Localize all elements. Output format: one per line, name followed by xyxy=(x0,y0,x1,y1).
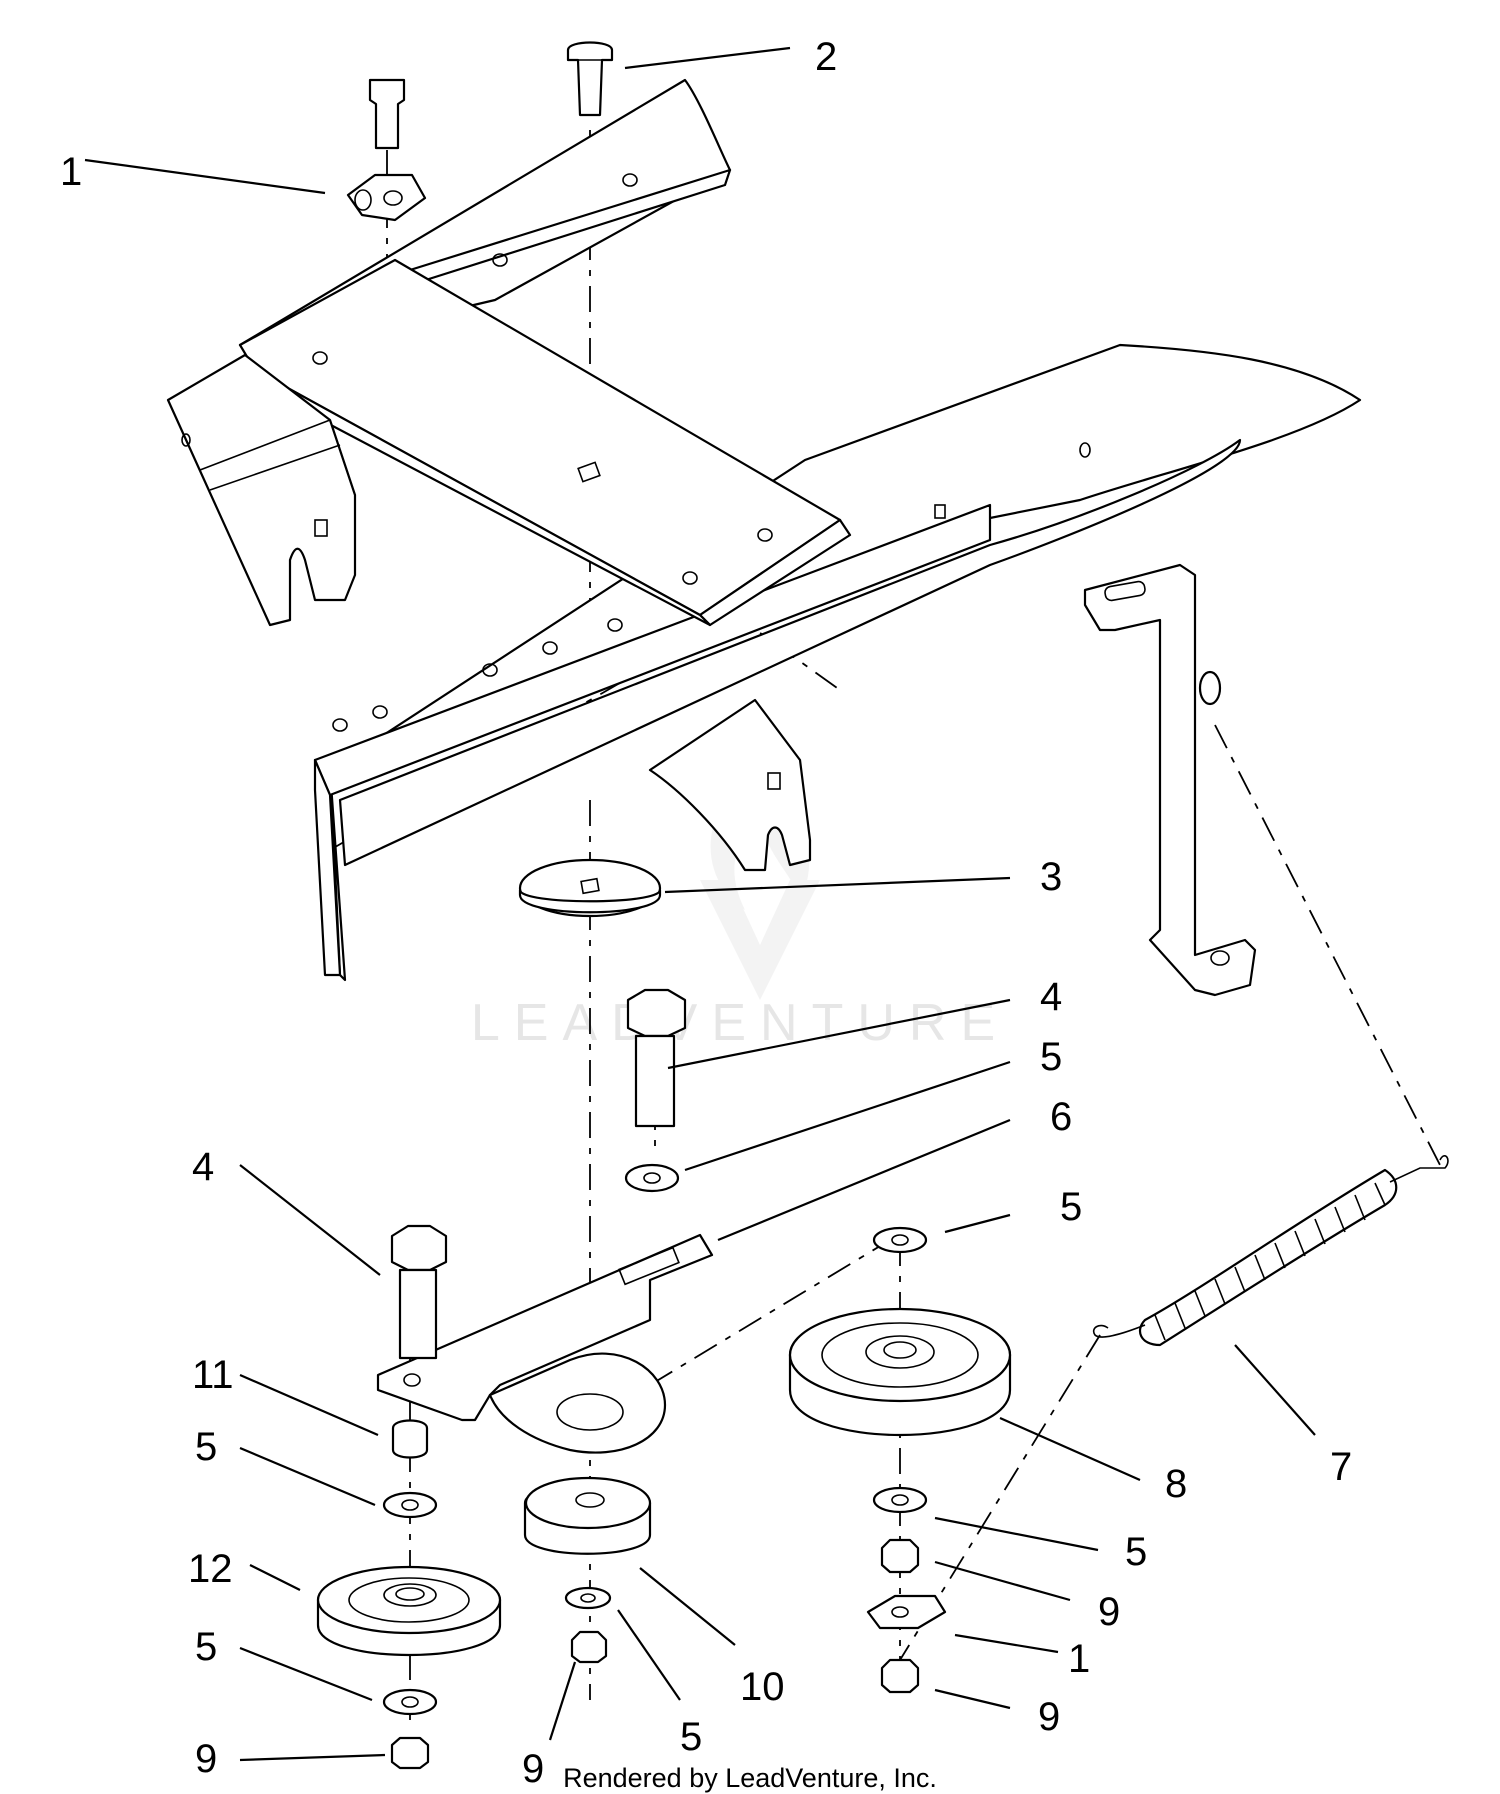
callout-4: 4 xyxy=(1040,975,1062,1019)
large-flat-washer xyxy=(518,858,662,918)
hanger-bracket xyxy=(1083,563,1257,997)
callout-labels: 1 2 3 4 5 6 5 4 11 5 12 5 9 10 5 9 8 5 9… xyxy=(60,35,1352,1791)
frame-assembly xyxy=(166,78,1362,982)
callout-3: 3 xyxy=(1040,855,1062,899)
callout-2: 2 xyxy=(815,35,837,79)
callout-8: 8 xyxy=(1165,1462,1187,1506)
watermark-text: LEADVENTURE xyxy=(471,994,1009,1052)
washer xyxy=(624,1163,680,1193)
center-stack xyxy=(523,1476,652,1664)
callout-9-c: 9 xyxy=(1098,1590,1120,1634)
callout-9-b: 9 xyxy=(522,1747,544,1791)
callout-7: 7 xyxy=(1330,1445,1352,1489)
left-stack xyxy=(316,1419,502,1770)
carriage-bolt xyxy=(566,41,614,117)
cap-screw xyxy=(626,988,687,1128)
callout-1-top: 1 xyxy=(60,150,82,194)
callout-9-d: 9 xyxy=(1038,1695,1060,1739)
callout-5-b: 5 xyxy=(1060,1185,1082,1229)
extension-spring xyxy=(1092,1155,1449,1347)
cap-screw-left xyxy=(390,1224,448,1360)
callout-5-e: 5 xyxy=(680,1715,702,1759)
bracket-top xyxy=(346,78,427,222)
leader-lines xyxy=(84,46,1316,1762)
callout-5-f: 5 xyxy=(1125,1530,1147,1574)
callout-5-d: 5 xyxy=(195,1625,217,1669)
callout-11: 11 xyxy=(192,1353,234,1397)
callout-4-left: 4 xyxy=(192,1145,214,1189)
footer-credit: Rendered by LeadVenture, Inc. xyxy=(563,1763,937,1793)
callout-1-bottom: 1 xyxy=(1068,1637,1090,1681)
idler-arm xyxy=(376,1233,714,1454)
right-stack xyxy=(788,1226,1012,1694)
callout-6: 6 xyxy=(1050,1095,1072,1139)
callout-12: 12 xyxy=(188,1547,233,1591)
callout-5-a: 5 xyxy=(1040,1035,1062,1079)
callout-10: 10 xyxy=(740,1665,785,1709)
callout-9-a: 9 xyxy=(195,1737,217,1781)
callout-5-c: 5 xyxy=(195,1425,217,1469)
